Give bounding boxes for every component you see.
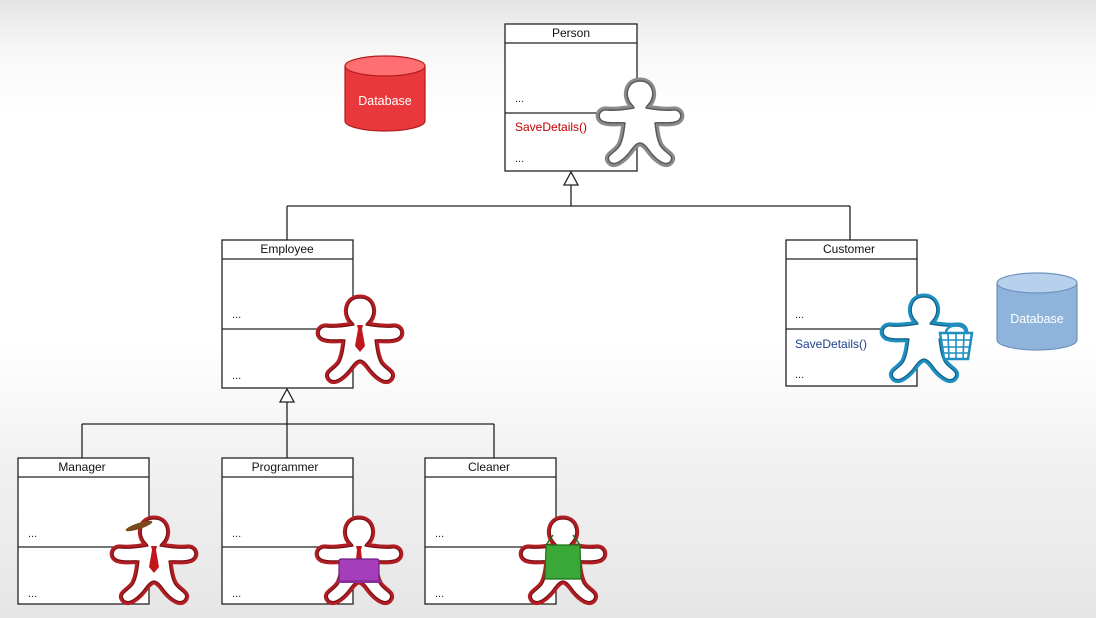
class-cleaner-methods: ... [435, 588, 444, 600]
programmer-with-laptop-icon [318, 519, 400, 602]
class-cleaner[interactable]: Cleaner ... ... [424, 457, 557, 605]
database-blue-label: Database [1010, 312, 1064, 326]
class-cleaner-attributes: ... [435, 528, 444, 540]
inheritance-arrow-employee [278, 387, 296, 403]
manager-with-cigar-icon [113, 519, 195, 602]
class-customer-attributes: ... [795, 309, 804, 321]
customer-with-basket-icon [883, 297, 974, 380]
class-customer-methods-more: ... [795, 369, 804, 381]
database-blue: Database [996, 272, 1078, 351]
class-employee-name: Employee [260, 242, 314, 256]
database-red-label: Database [358, 94, 412, 108]
class-person-attributes: ... [515, 93, 524, 105]
class-customer-name: Customer [823, 242, 875, 256]
class-programmer[interactable]: Programmer ... ... [221, 457, 354, 605]
employee-with-tie-icon [319, 298, 401, 381]
inheritance-lines [81, 185, 851, 458]
class-manager-name: Manager [58, 460, 105, 474]
laptop-icon [337, 558, 381, 583]
class-cleaner-name: Cleaner [468, 460, 510, 474]
class-programmer-name: Programmer [252, 460, 319, 474]
database-red: Database [344, 55, 426, 132]
class-programmer-attributes: ... [232, 528, 241, 540]
apron-icon [544, 534, 582, 580]
class-person-methods-more: ... [515, 153, 524, 165]
class-customer[interactable]: Customer ... SaveDetails() ... [785, 239, 918, 387]
inheritance-arrow-person [562, 170, 580, 186]
class-employee-attributes: ... [232, 309, 241, 321]
basket-icon [938, 324, 974, 361]
class-manager-methods: ... [28, 588, 37, 600]
cleaner-with-apron-icon [522, 519, 604, 602]
class-employee-methods: ... [232, 370, 241, 382]
class-manager-attributes: ... [28, 528, 37, 540]
class-programmer-methods: ... [232, 588, 241, 600]
class-person-method: SaveDetails() [515, 120, 587, 134]
class-customer-method: SaveDetails() [795, 337, 867, 351]
class-person-name: Person [552, 26, 590, 40]
